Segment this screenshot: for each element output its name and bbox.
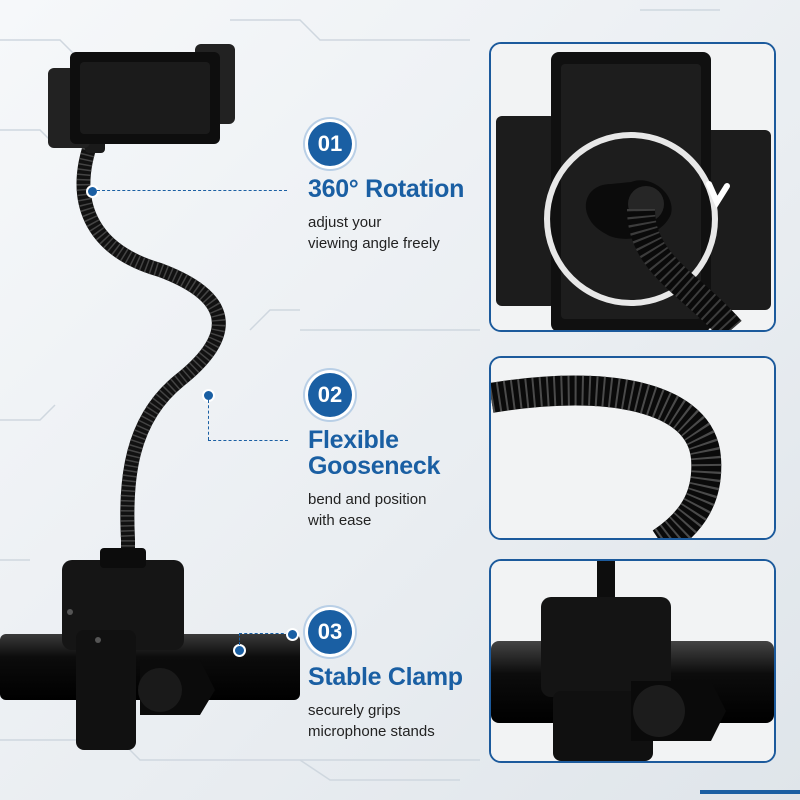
callout-line-2a bbox=[208, 400, 209, 440]
feature-clamp: 03 Stable Clamp securely grips microphon… bbox=[308, 610, 483, 742]
callout-dot-3b bbox=[286, 628, 299, 641]
callout-dot-1 bbox=[86, 185, 99, 198]
feature-description: securely grips microphone stands bbox=[308, 702, 435, 740]
phone-clamp-head bbox=[48, 44, 235, 153]
feature-gooseneck: 02 Flexible Gooseneck bend and position … bbox=[308, 373, 483, 531]
gooseneck-arm bbox=[76, 133, 226, 587]
feature-description: bend and position with ease bbox=[308, 491, 427, 529]
clamp-detail-image bbox=[489, 559, 776, 763]
gooseneck-detail-image bbox=[489, 356, 776, 540]
callout-line-1 bbox=[97, 190, 287, 191]
feature-number-badge: 01 bbox=[308, 122, 352, 166]
callout-dot-3 bbox=[233, 644, 246, 657]
feature-description: adjust your viewing angle freely bbox=[308, 214, 440, 252]
rotation-detail-image bbox=[489, 42, 776, 332]
feature-rotation: 01 360° Rotation adjust your viewing ang… bbox=[308, 122, 483, 254]
callout-line-3a bbox=[239, 633, 240, 645]
feature-title: 360° Rotation bbox=[308, 175, 465, 203]
callout-line-3b bbox=[239, 633, 289, 634]
accent-bar bbox=[700, 790, 800, 794]
feature-title: Flexible Gooseneck bbox=[308, 426, 441, 480]
feature-number-badge: 03 bbox=[308, 610, 352, 654]
feature-number-badge: 02 bbox=[308, 373, 352, 417]
clamp-body bbox=[62, 548, 215, 750]
gooseneck-holder-product-image bbox=[0, 44, 300, 750]
callout-line-2b bbox=[208, 440, 288, 441]
feature-title: Stable Clamp bbox=[308, 663, 463, 691]
